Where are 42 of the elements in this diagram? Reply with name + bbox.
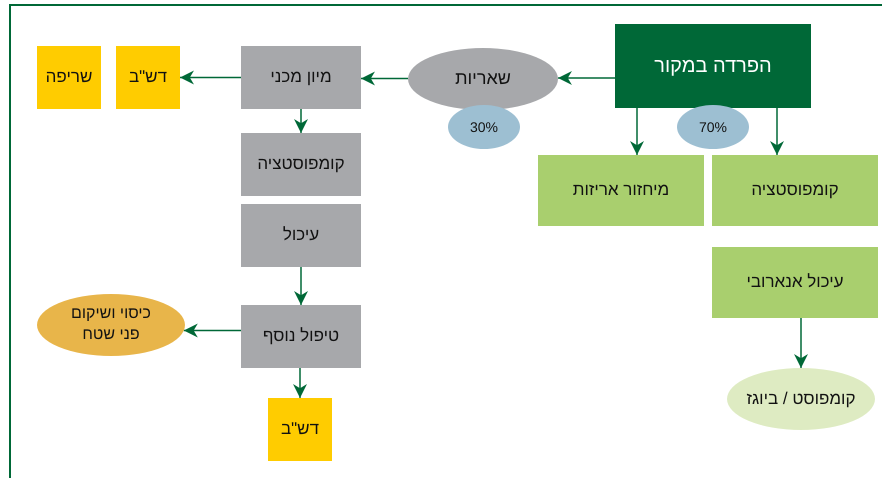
- node-label: 30%: [468, 118, 500, 136]
- process-box: [712, 247, 878, 318]
- output-box: [116, 46, 180, 109]
- arrow: [794, 318, 808, 368]
- node-label: שריפה: [44, 66, 94, 88]
- output-box: [268, 398, 332, 461]
- node-label: עיכול: [282, 224, 320, 246]
- node-label: קומפוסטציה: [256, 153, 346, 176]
- node-label: דש"ב: [280, 418, 320, 440]
- percentage-ellipse: [448, 105, 520, 149]
- arrow: [294, 267, 308, 305]
- process-ellipse: [408, 48, 558, 110]
- arrow: [184, 324, 241, 338]
- arrow: [361, 72, 408, 86]
- node-label: מיון מכני: [269, 66, 333, 88]
- node-label: הפרדה במקור: [653, 54, 773, 79]
- node-label: קומפוסט / ביוגז: [745, 388, 856, 410]
- arrow: [630, 108, 644, 155]
- arrow: [180, 70, 241, 84]
- process-box: [241, 46, 361, 109]
- node-label: טיפול נוסף: [262, 325, 340, 348]
- process-box: [241, 133, 361, 196]
- process-box: [241, 305, 361, 368]
- arrow: [558, 71, 615, 85]
- node-label: עיכול אנארובי: [745, 271, 845, 294]
- arrow: [770, 108, 784, 155]
- node-label: מיחזור אריזות: [572, 179, 670, 202]
- arrow: [294, 109, 308, 133]
- process-box: [241, 204, 361, 267]
- arrow: [293, 368, 307, 398]
- outcome-ellipse: [727, 368, 875, 430]
- node-label: קומפוסטציה: [750, 179, 840, 202]
- outcome-ellipse: [37, 294, 185, 356]
- process-box: [538, 155, 704, 226]
- node-label: כיסוי ושיקום פני שטח: [70, 304, 152, 345]
- node-label: דש"ב: [128, 66, 168, 88]
- process-box: [712, 155, 878, 226]
- percentage-ellipse: [677, 105, 749, 149]
- node-label: 70%: [698, 118, 728, 136]
- process-box: [615, 24, 811, 108]
- node-label: שאריות: [454, 67, 512, 90]
- output-box: [37, 46, 101, 109]
